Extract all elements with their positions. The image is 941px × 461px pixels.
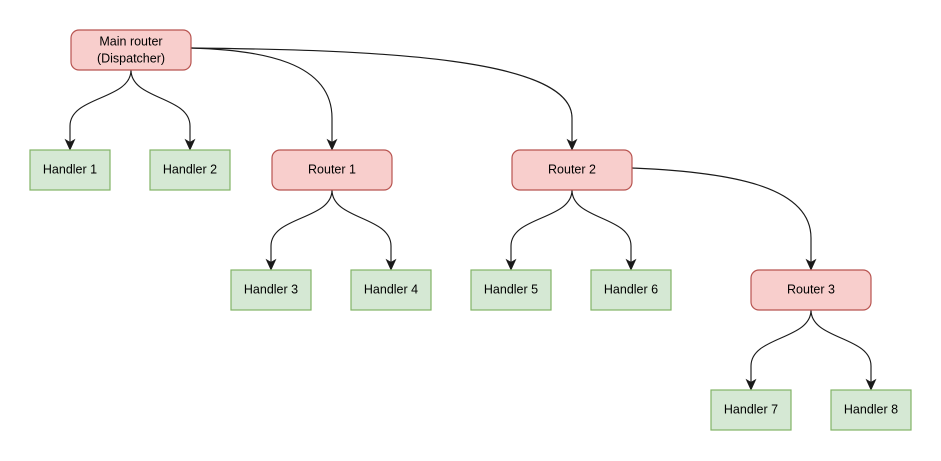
edge-main-router-to-router-1 xyxy=(190,47,338,151)
node-handler-7[interactable]: Handler 7 xyxy=(710,389,792,431)
edge-arrowhead-icon xyxy=(265,258,277,271)
node-handler-3[interactable]: Handler 3 xyxy=(230,269,312,311)
node-handler-8[interactable]: Handler 8 xyxy=(830,389,912,431)
edge-main-router-to-handler-2 xyxy=(130,69,196,151)
edge-main-router-to-router-2 xyxy=(190,47,578,151)
edge-arrowhead-icon xyxy=(745,378,757,391)
node-shape-router[interactable] xyxy=(271,149,393,191)
edge-arrowhead-icon xyxy=(805,258,817,271)
edge-line xyxy=(130,69,191,144)
edge-arrowhead-icon xyxy=(625,258,637,271)
edge-line xyxy=(190,47,573,144)
edges-layer xyxy=(64,47,877,391)
node-shape-router[interactable] xyxy=(511,149,633,191)
edge-router-2-to-handler-6 xyxy=(571,189,637,271)
edge-router-3-to-handler-7 xyxy=(745,309,812,391)
edge-line xyxy=(810,309,872,384)
node-shape-handler[interactable] xyxy=(230,269,312,311)
node-handler-4[interactable]: Handler 4 xyxy=(350,269,432,311)
node-handler-1[interactable]: Handler 1 xyxy=(29,149,111,191)
edge-arrowhead-icon xyxy=(184,138,196,151)
edge-router-2-to-handler-5 xyxy=(505,189,573,271)
edge-line xyxy=(631,167,812,264)
node-shape-router[interactable] xyxy=(70,29,192,71)
node-main-router[interactable]: Main router(Dispatcher) xyxy=(70,29,192,71)
edge-line xyxy=(270,189,333,264)
node-shape-handler[interactable] xyxy=(350,269,432,311)
node-shape-handler[interactable] xyxy=(149,149,231,191)
edge-line xyxy=(571,189,632,264)
edge-router-2-to-router-3 xyxy=(631,167,817,271)
edge-main-router-to-handler-1 xyxy=(64,69,132,151)
node-shape-router[interactable] xyxy=(750,269,872,311)
node-shape-handler[interactable] xyxy=(590,269,672,311)
edge-arrowhead-icon xyxy=(326,138,338,151)
edge-line xyxy=(331,189,392,264)
edge-line xyxy=(750,309,812,384)
edge-line xyxy=(190,47,333,144)
node-router-2[interactable]: Router 2 xyxy=(511,149,633,191)
node-handler-6[interactable]: Handler 6 xyxy=(590,269,672,311)
nodes-layer: Main router(Dispatcher) Handler 1 Handler … xyxy=(29,29,912,431)
edge-line xyxy=(69,69,132,144)
node-router-3[interactable]: Router 3 xyxy=(750,269,872,311)
edge-router-1-to-handler-4 xyxy=(331,189,397,271)
edge-arrowhead-icon xyxy=(385,258,397,271)
edge-arrowhead-icon xyxy=(64,138,76,151)
edge-router-1-to-handler-3 xyxy=(265,189,333,271)
edge-arrowhead-icon xyxy=(865,378,877,391)
node-handler-2[interactable]: Handler 2 xyxy=(149,149,231,191)
edge-line xyxy=(510,189,573,264)
node-handler-5[interactable]: Handler 5 xyxy=(470,269,552,311)
edge-arrowhead-icon xyxy=(505,258,517,271)
edge-arrowhead-icon xyxy=(566,138,578,151)
edge-router-3-to-handler-8 xyxy=(810,309,877,391)
node-shape-handler[interactable] xyxy=(830,389,912,431)
node-shape-handler[interactable] xyxy=(29,149,111,191)
node-shape-handler[interactable] xyxy=(710,389,792,431)
node-router-1[interactable]: Router 1 xyxy=(271,149,393,191)
node-shape-handler[interactable] xyxy=(470,269,552,311)
